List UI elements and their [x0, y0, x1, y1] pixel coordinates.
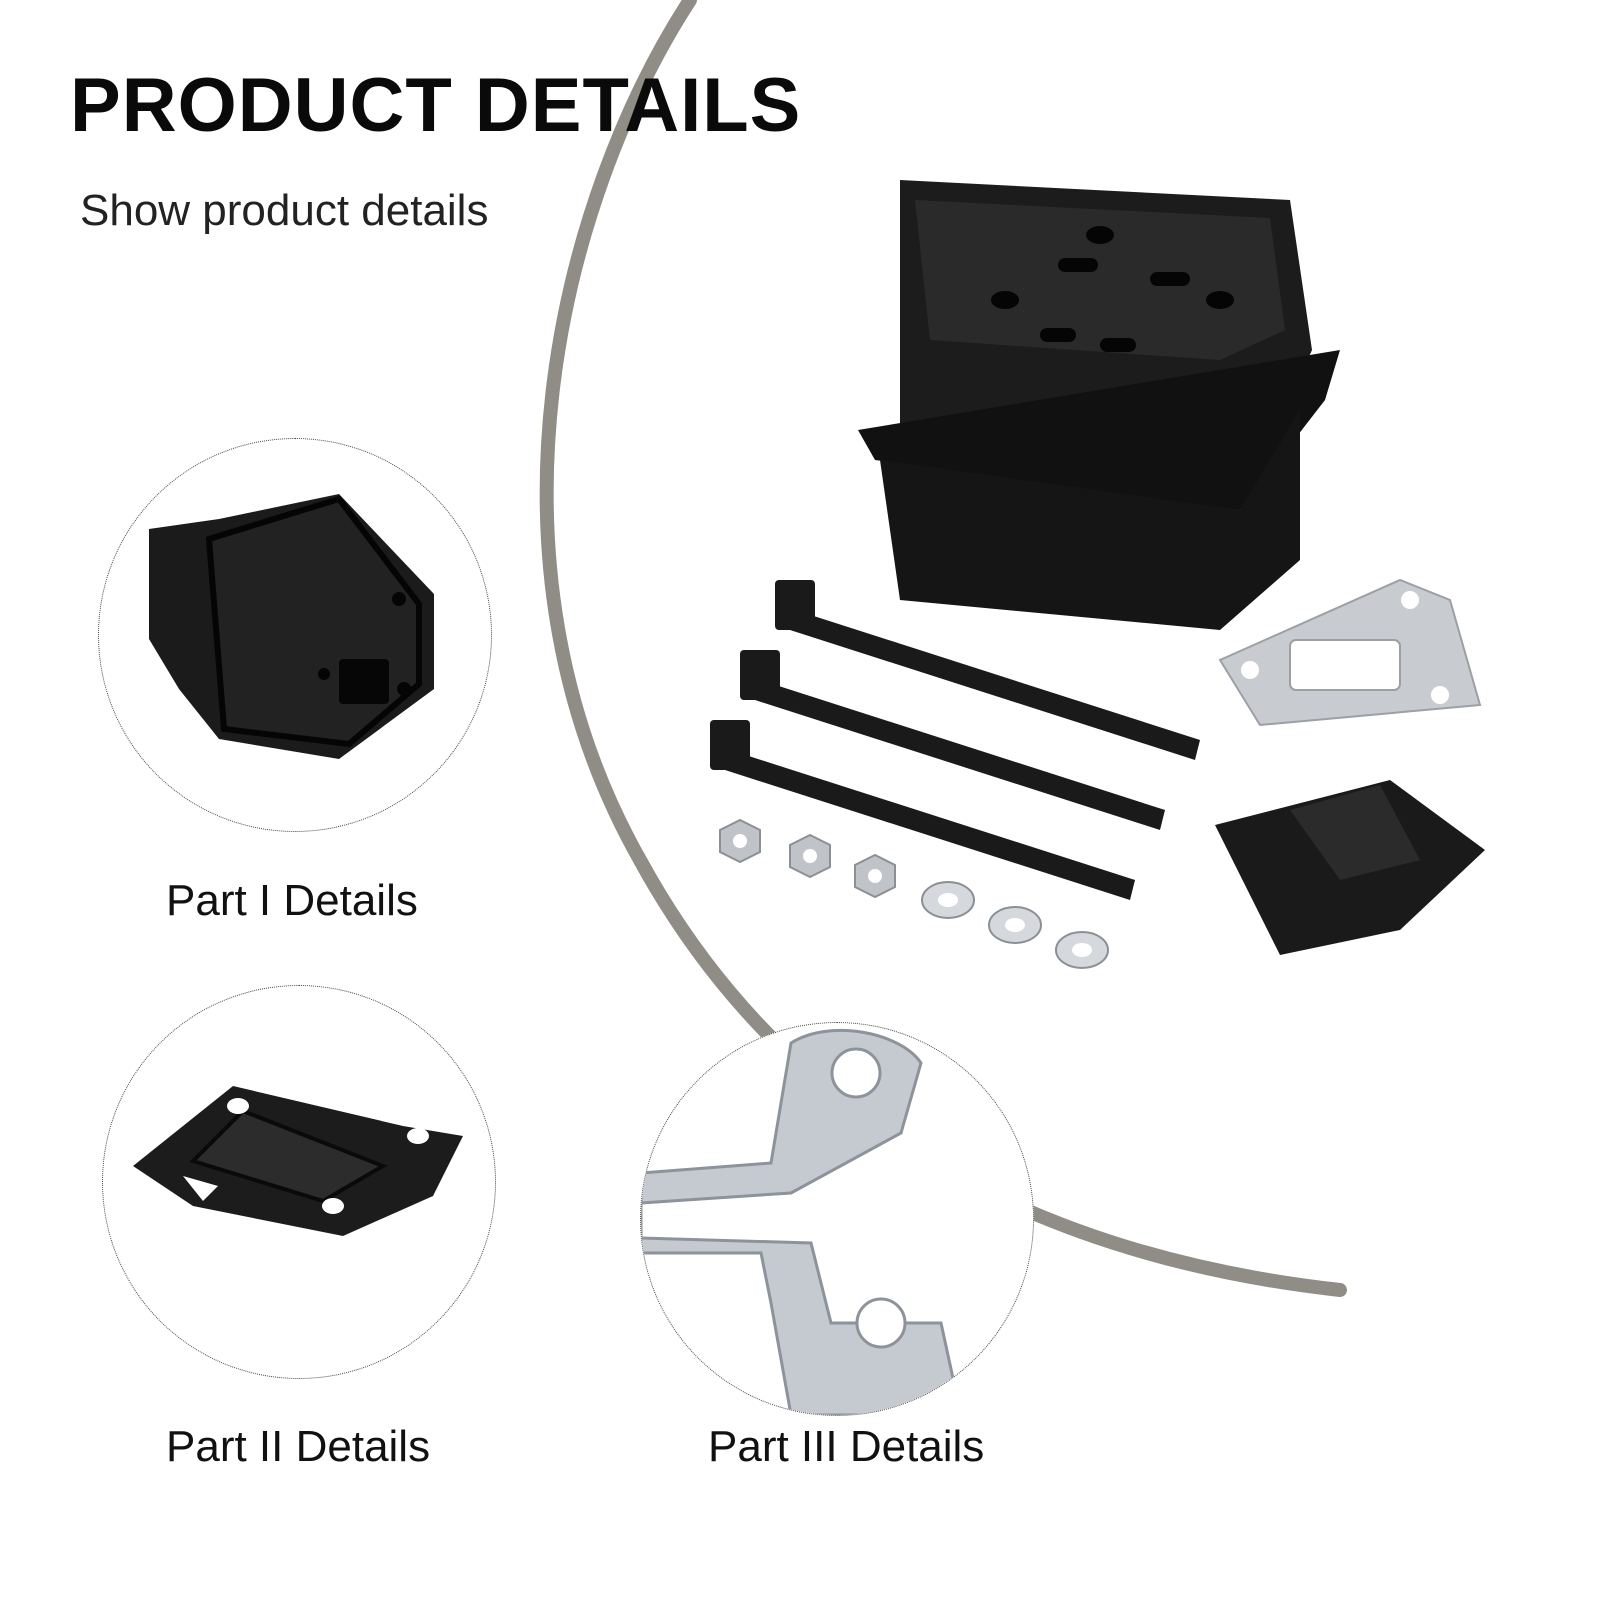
- part-2-caption: Part II Details: [166, 1422, 431, 1471]
- muffler-bracket-icon: [133, 1086, 463, 1236]
- detail-circle-part-3: [640, 1022, 1034, 1416]
- detail-circle-part-2: [102, 985, 496, 1379]
- part-1-caption: Part I Details: [166, 876, 418, 925]
- detail-circle-part-1: [98, 438, 492, 832]
- product-main-image: [700, 160, 1550, 1000]
- page-subtitle: Show product details: [80, 186, 489, 235]
- page-title: PRODUCT DETAILS: [70, 63, 802, 148]
- gasket-closeup-icon: [641, 1028, 963, 1415]
- part-3-caption: Part III Details: [708, 1422, 985, 1471]
- muffler-body-icon: [149, 494, 434, 759]
- muffler-kit-icon: [710, 180, 1485, 969]
